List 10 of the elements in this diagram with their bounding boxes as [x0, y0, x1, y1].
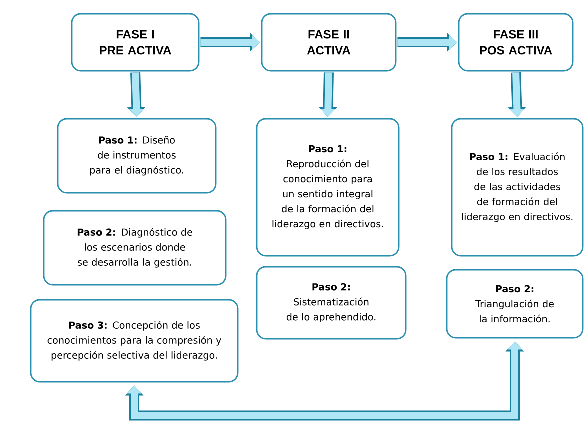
step-box: Paso 2: Triangulación de la información. — [446, 269, 584, 339]
step-box: Paso 2: Diagnóstico de los escenarios donde se desarrolla la gestión. — [43, 210, 227, 286]
step-box: Paso 1: Evaluación de los resultados de las actividades de formación del liderazgo en directivos. — [451, 118, 584, 257]
step-box: Paso 2: Sistematización de lo aprehendido. — [256, 266, 407, 340]
phase-box: FASE III POS ACTIVA — [458, 13, 574, 72]
phase-box: FASE I PRE ACTIVA — [71, 13, 200, 72]
step-box: Paso 1: Diseño de instrumentos para el diagnóstico. — [57, 118, 217, 194]
step-box: Paso 1: Reproducción del conocimiento para un sentido integral de la formación del liderazgo en directivos. — [256, 118, 400, 257]
phase-box: FASE II ACTIVA — [261, 13, 397, 72]
step-box: Paso 3: Concepción de los conocimientos para la compresión y percepción selectiva del liderazgo. — [30, 299, 239, 383]
